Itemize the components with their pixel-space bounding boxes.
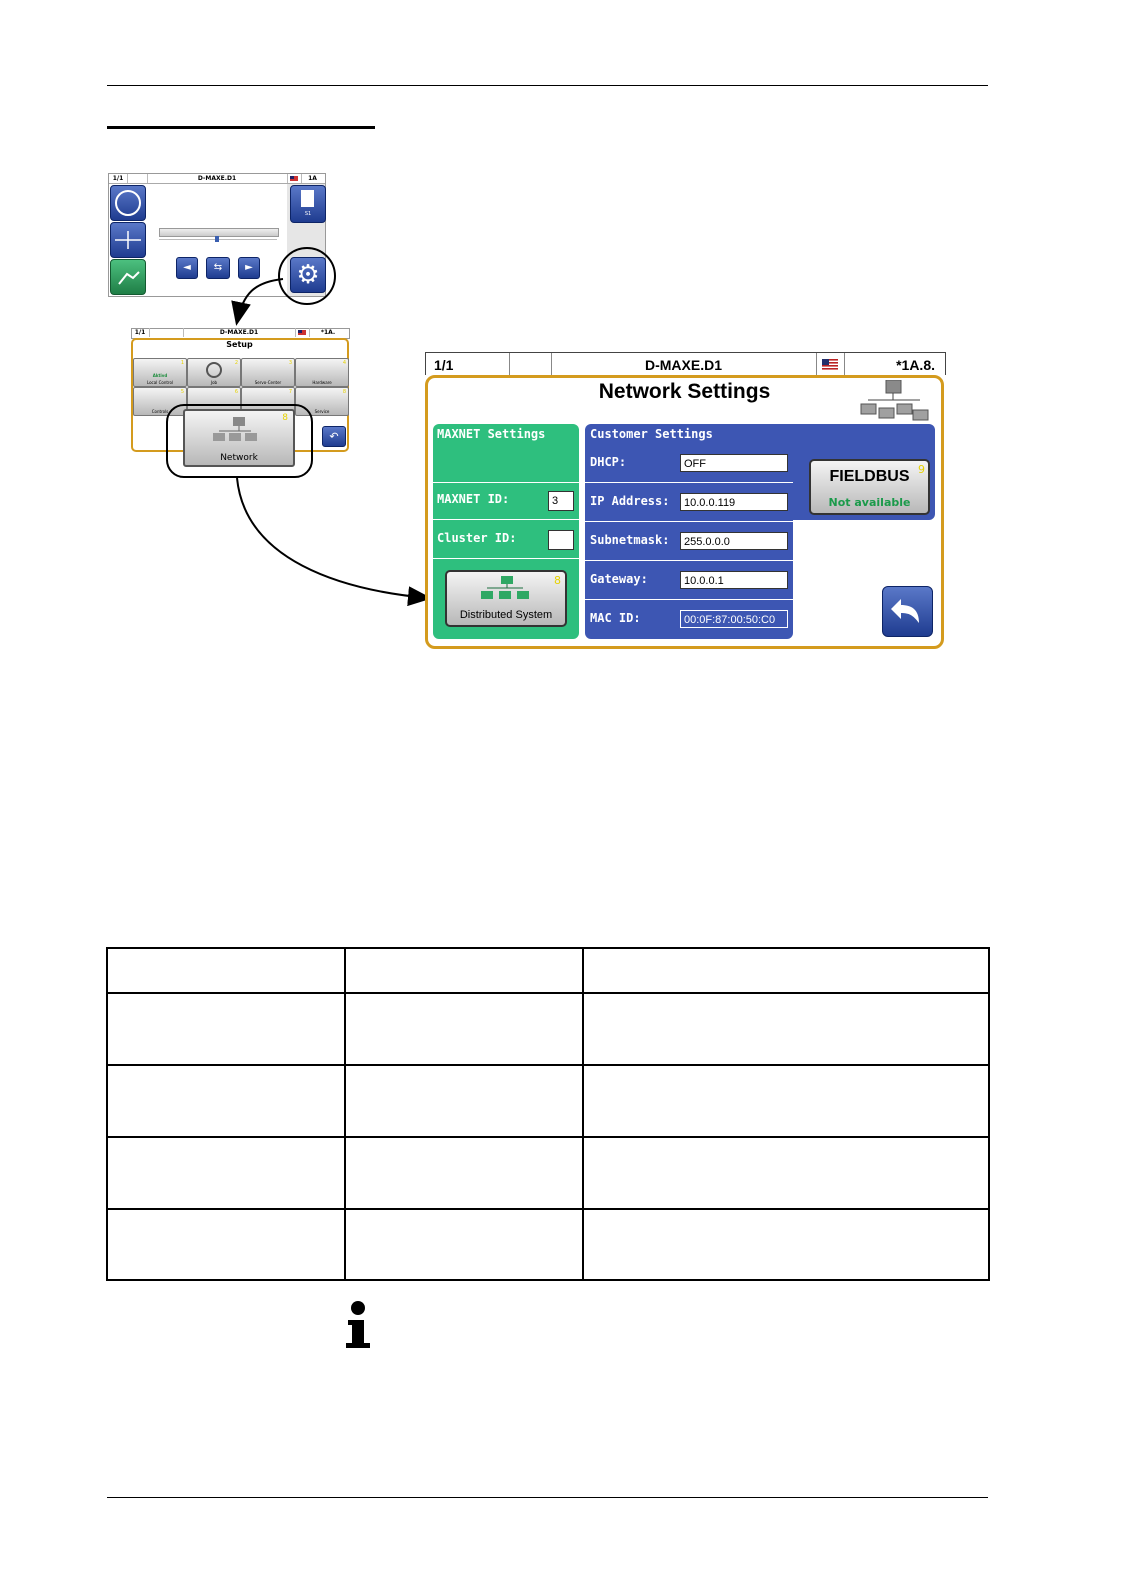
setup-tile-local-control[interactable]: 1 Aktivd Local Control xyxy=(133,358,187,387)
document-icon xyxy=(301,190,314,207)
dhcp-field[interactable]: OFF xyxy=(680,454,788,472)
flag-icon xyxy=(295,328,310,337)
status-header: 1/1 D-MAXE.D1 *1A.8. xyxy=(425,352,946,375)
network-callout xyxy=(166,404,313,478)
network-icon xyxy=(860,380,929,421)
ip-address-label: IP Address: xyxy=(590,494,670,508)
page-indicator: 1/1 xyxy=(131,328,150,337)
back-step-button[interactable]: ◄ xyxy=(176,257,198,279)
fieldbus-status: Not available xyxy=(828,496,911,509)
mac-id-label: MAC ID: xyxy=(590,611,641,625)
adjust-button[interactable]: ⇆ xyxy=(206,257,230,279)
flag-icon xyxy=(287,174,302,183)
callout-arrows xyxy=(231,278,432,607)
arrow-left-icon: ◄ xyxy=(183,262,191,273)
page-indicator: 1/1 xyxy=(109,174,128,183)
back-button[interactable]: ↶ xyxy=(322,426,346,447)
revision: *1A. xyxy=(320,329,336,336)
info-icon xyxy=(346,1301,370,1348)
fieldbus-label: FIELDBUS xyxy=(829,468,910,485)
station-s1-button[interactable]: S1 xyxy=(290,185,326,223)
table-row xyxy=(106,992,990,1066)
status-text: Aktivd xyxy=(152,373,168,378)
table-header-row xyxy=(106,947,990,994)
cluster-id-field[interactable] xyxy=(548,530,574,550)
positioning-button[interactable] xyxy=(110,222,146,258)
table-row xyxy=(106,1208,990,1281)
device-name: D-MAXE.D1 xyxy=(551,353,817,375)
forward-step-button[interactable]: ► xyxy=(238,257,260,279)
ring-icon xyxy=(206,362,222,378)
table-row xyxy=(106,1064,990,1138)
flag-icon xyxy=(816,353,845,375)
parameter-table xyxy=(106,947,990,1281)
page-indicator: 1/1 xyxy=(426,353,510,375)
hand-icon xyxy=(118,271,140,285)
table-row xyxy=(106,1136,990,1210)
maxnet-id-label: MAXNET ID: xyxy=(437,492,510,506)
revision: *1A.8. xyxy=(896,357,935,373)
setup-tile-job[interactable]: 2 Job xyxy=(187,358,241,387)
network-icon xyxy=(213,417,257,441)
return-arrow-icon xyxy=(891,599,919,623)
gateway-label: Gateway: xyxy=(590,572,648,586)
maxnet-header: MAXNET Settings xyxy=(437,427,546,441)
fieldbus-button[interactable]: 9 FIELDBUS Not available xyxy=(809,459,930,515)
device-name: D-MAXE.D1 xyxy=(183,328,296,337)
rotation-button[interactable] xyxy=(110,185,146,221)
circle-arrow-icon xyxy=(115,190,141,216)
header-rule xyxy=(107,85,988,86)
revision: 1A xyxy=(308,175,317,182)
setup-title: Setup xyxy=(226,340,253,349)
ip-address-field[interactable]: 10.0.0.119 xyxy=(680,493,788,511)
arrow-right-icon: ► xyxy=(245,262,253,273)
adjust-icon: ⇆ xyxy=(213,262,223,273)
mac-id-field: 00:0F:87:00:50:C0 xyxy=(680,610,788,628)
screen-frame: Network Settings MAXNET Settings MAXNET … xyxy=(425,375,944,649)
maxnet-id-field[interactable]: 3 xyxy=(548,491,574,511)
subnetmask-label: Subnetmask: xyxy=(590,533,670,547)
network-settings-screen: 1/1 D-MAXE.D1 *1A.8. Network Settings MA… xyxy=(425,352,946,649)
device-name: D-MAXE.D1 xyxy=(147,174,288,183)
setup-tile-hardware[interactable]: 4 Hardware xyxy=(295,358,349,387)
subnetmask-field[interactable]: 255.0.0.0 xyxy=(680,532,788,550)
cluster-id-label: Cluster ID: xyxy=(437,531,517,545)
network-icon xyxy=(481,576,529,599)
slider-marker[interactable] xyxy=(215,236,219,242)
converge-arrows-icon xyxy=(115,231,141,249)
distributed-system-button[interactable]: 8 Distributed System xyxy=(445,570,567,627)
setup-tile-servo-center[interactable]: 3 Servo-Center xyxy=(241,358,295,387)
customer-header: Customer Settings xyxy=(590,427,713,441)
dhcp-label: DHCP: xyxy=(590,455,627,469)
maxnet-settings-panel: MAXNET Settings MAXNET ID: 3 Cluster ID:… xyxy=(433,424,579,639)
gateway-field[interactable]: 10.0.0.1 xyxy=(680,571,788,589)
network-tile[interactable]: 8 Network xyxy=(183,409,295,467)
manual-mode-button[interactable] xyxy=(110,259,146,295)
section-heading-rule xyxy=(107,126,375,129)
gear-callout-circle xyxy=(278,247,336,305)
position-slider-track[interactable] xyxy=(159,228,279,237)
footer-rule xyxy=(107,1497,988,1498)
return-arrow-icon: ↶ xyxy=(329,430,339,443)
page-title: Network Settings xyxy=(598,380,771,403)
back-button[interactable] xyxy=(882,586,933,637)
